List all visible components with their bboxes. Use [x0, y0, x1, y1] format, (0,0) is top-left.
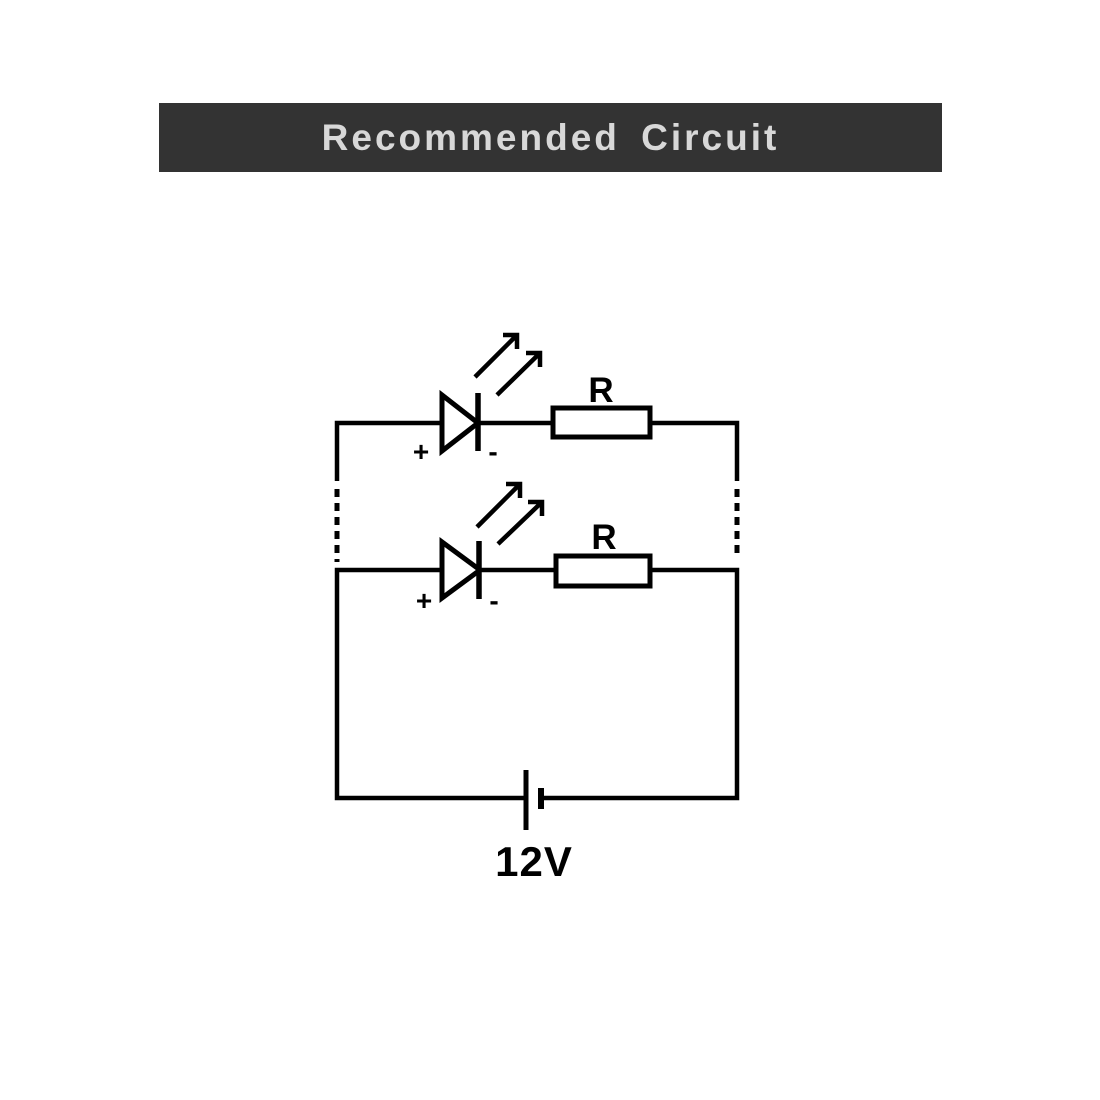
- resistor-body-icon: [550, 405, 653, 440]
- light-arrow-icon: [475, 481, 523, 529]
- battery-symbol: 12V: [495, 770, 573, 885]
- cathode-minus-label: -: [488, 436, 497, 467]
- resistor-2: R: [553, 518, 653, 589]
- page-title: Recommended Circuit: [321, 116, 780, 158]
- light-arrow-icon: [496, 499, 545, 546]
- branch2-right-loop-wire: [541, 567, 740, 801]
- resistor-body-icon: [553, 553, 653, 589]
- led-symbol-2: + -: [416, 481, 545, 616]
- light-arrow-icon: [495, 350, 543, 397]
- diode-triangle-icon: [439, 537, 485, 603]
- anode-plus-label: +: [413, 436, 429, 467]
- resistor-label: R: [588, 371, 613, 410]
- branch1-left-wire: [334, 420, 442, 481]
- led-branch-2: + - R: [334, 481, 740, 801]
- anode-plus-label: +: [416, 585, 432, 616]
- light-arrow-icon: [473, 332, 520, 379]
- diode-triangle-icon: [439, 389, 483, 457]
- led-symbol-1: + -: [413, 332, 543, 467]
- branch1-right-wire: [650, 420, 740, 481]
- battery-voltage-label: 12V: [495, 838, 573, 885]
- branch2-left-loop-wire: [334, 567, 524, 801]
- resistor-1: R: [550, 371, 653, 440]
- led-branch-1: + - R: [334, 332, 740, 481]
- title-bar: Recommended Circuit: [159, 103, 942, 172]
- cathode-minus-label: -: [489, 585, 498, 616]
- resistor-label: R: [591, 518, 616, 557]
